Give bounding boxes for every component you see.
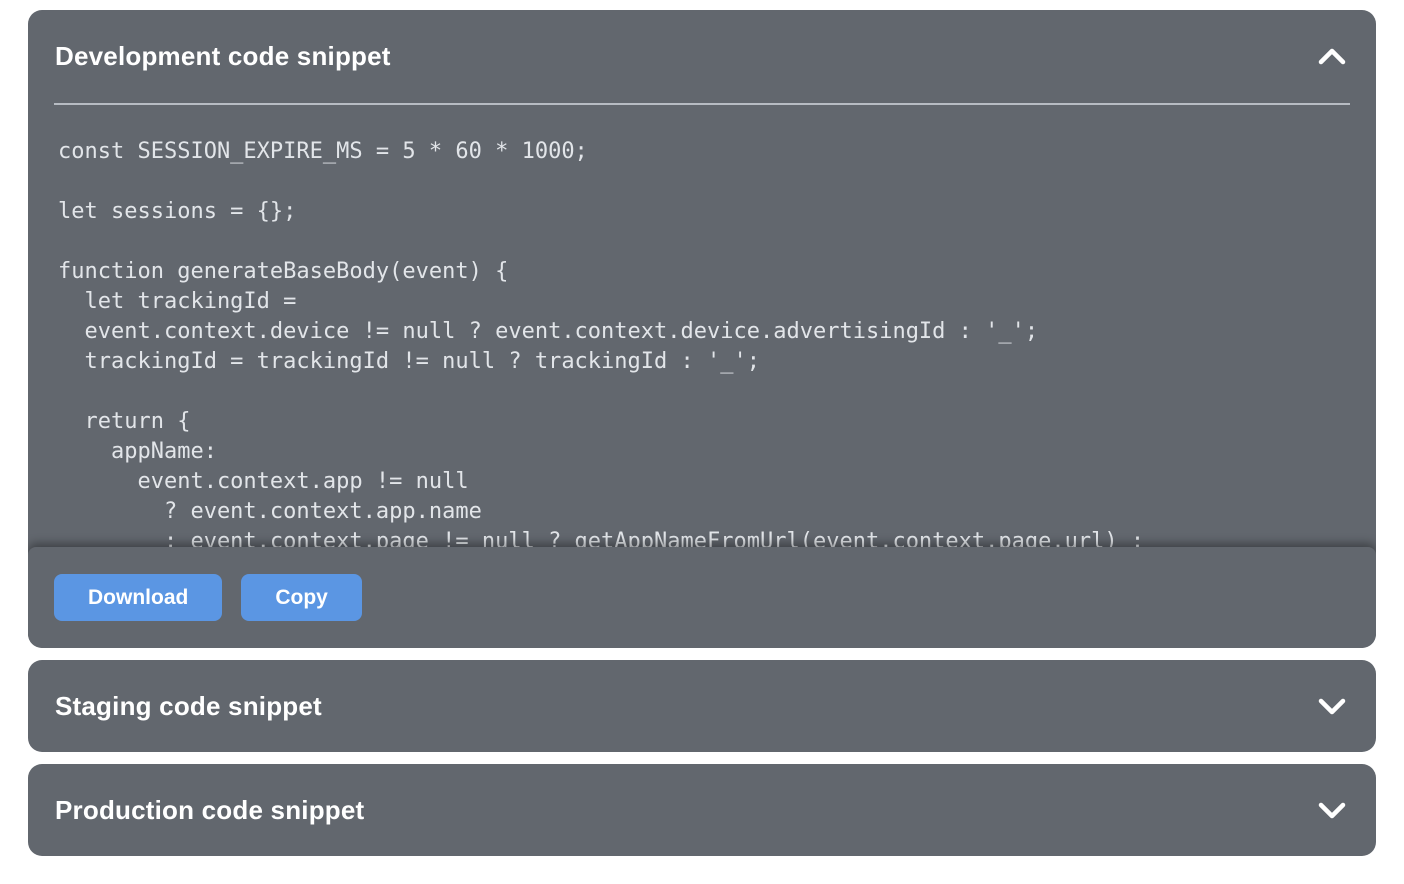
copy-button[interactable]: Copy (241, 574, 362, 621)
chevron-down-icon[interactable] (1316, 695, 1348, 717)
chevron-down-icon[interactable] (1316, 799, 1348, 821)
panel-title-staging: Staging code snippet (55, 690, 322, 721)
download-button[interactable]: Download (54, 574, 223, 621)
code-scroll-area[interactable]: const SESSION_EXPIRE_MS = 5 * 60 * 1000;… (28, 105, 1376, 547)
header-divider (54, 103, 1350, 105)
accordion-panel-production[interactable]: Production code snippet (28, 764, 1376, 856)
accordion-panel-development: Development code snippet const SESSION_E… (28, 10, 1376, 648)
code-snippet-text: const SESSION_EXPIRE_MS = 5 * 60 * 1000;… (58, 139, 1145, 547)
panel-title-production: Production code snippet (55, 794, 365, 825)
snippet-footer: Download Copy (28, 547, 1376, 648)
accordion-header-development[interactable]: Development code snippet (28, 10, 1376, 103)
accordion-panel-staging[interactable]: Staging code snippet (28, 660, 1376, 752)
panel-title-development: Development code snippet (55, 41, 391, 71)
chevron-up-icon[interactable] (1316, 46, 1348, 68)
